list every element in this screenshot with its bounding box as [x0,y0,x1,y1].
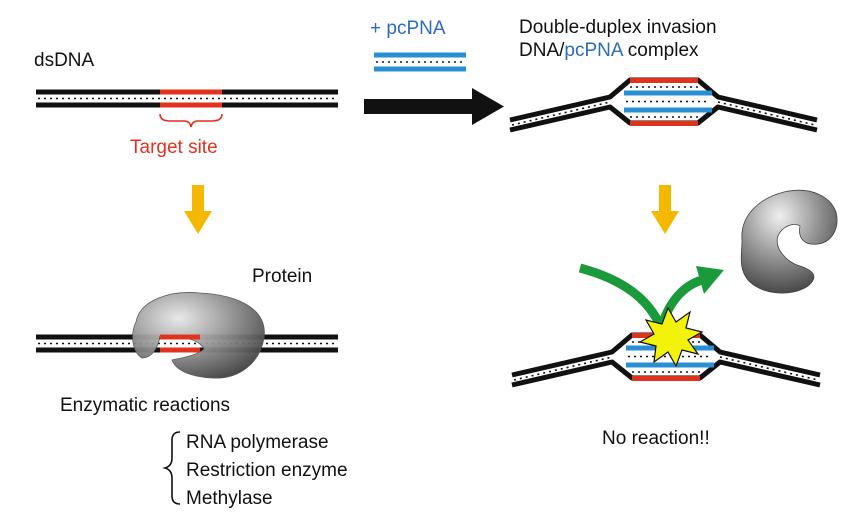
down-arrow-icon [184,185,212,234]
dsdna-top-left [36,89,338,128]
complex-title-line1: Double-duplex invasion [519,17,717,38]
target-site-strand-top [160,89,222,95]
pcpna-strands [374,52,466,72]
enzymatic-reactions-label: Enzymatic reactions [60,395,231,416]
target-site-label: Target site [130,137,218,158]
right-arrow-icon [364,88,504,125]
dsdna-with-protein [36,292,338,379]
down-arrow-icon [651,185,679,234]
enzyme-list-brace [162,431,181,505]
protein-label: Protein [252,266,313,287]
complex-title-line2: DNA/pcPNA complex [519,40,699,62]
protein-blob-icon [740,189,838,294]
enzyme-list-item: Restriction enzyme [186,460,348,481]
curved-arrow-icon [578,263,724,328]
complex-title-pcpna: pcPNA [564,40,623,61]
pcpna-label: + pcPNA [370,18,446,39]
target-site-strand-bottom [160,102,222,108]
enzyme-list-item: RNA polymerase [186,432,329,453]
no-reaction-label: No reaction!! [602,428,710,449]
starburst-icon [638,306,704,368]
complex-title-suffix: complex [622,40,699,61]
enzyme-list-item: Methylase [186,488,273,509]
target-site-brace [159,113,223,128]
complex-title-prefix: DNA/ [519,40,565,61]
dsdna-label: dsDNA [34,50,95,71]
invasion-complex-top [509,77,818,133]
